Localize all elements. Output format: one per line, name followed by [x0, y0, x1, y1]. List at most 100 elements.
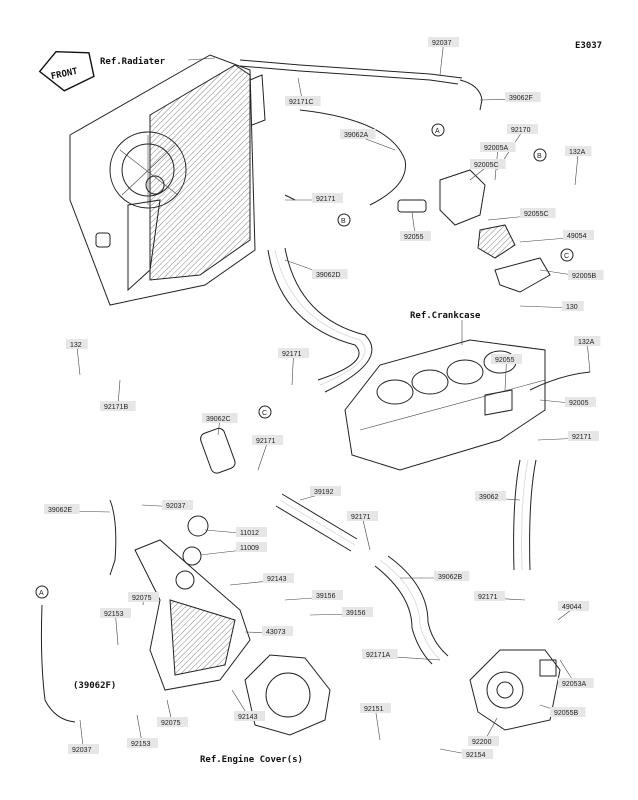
label-box: [428, 37, 459, 47]
label-box: [312, 269, 348, 279]
part-number: 92153: [131, 741, 151, 748]
part-label: 92055: [491, 354, 522, 391]
part-number: 92153: [104, 611, 124, 618]
part-label: 92037: [141, 500, 193, 510]
part-number: 92055C: [524, 211, 549, 218]
svg-text:A: A: [435, 128, 440, 135]
part-number: 92171: [256, 438, 276, 445]
label-box: [474, 591, 505, 601]
part-label: 92075: [157, 699, 188, 727]
part-label: 39192: [299, 486, 341, 501]
label-box: [44, 504, 80, 514]
part-label: 92151: [360, 703, 391, 741]
part-number: 92053A: [562, 681, 586, 688]
part-number: 39062A: [344, 132, 368, 139]
part-label: 92075: [128, 592, 159, 606]
part-number: 92075: [132, 595, 152, 602]
engine-cover: [244, 654, 331, 736]
leader-line: [375, 709, 381, 741]
part-labels: 9203739062F92171C39062A9217092005A132A92…: [44, 37, 604, 759]
part-number: 92005A: [484, 145, 508, 152]
part-number: 92171: [282, 351, 302, 358]
part-number: 92170: [511, 127, 531, 134]
svg-text:C: C: [564, 253, 569, 260]
part-number: 92171C: [289, 99, 314, 106]
cylinder-block: [344, 339, 591, 471]
label-box: [262, 626, 293, 636]
part-number: 39156: [316, 593, 336, 600]
radiator-assembly: [69, 54, 266, 306]
label-box: [236, 542, 267, 552]
part-number: 92143: [267, 576, 287, 583]
part-label: 92171A: [362, 649, 441, 661]
label-box: [563, 230, 594, 240]
callout-b-mid: B: [337, 213, 351, 227]
part-number: 39062: [479, 494, 499, 501]
callout-c-right: C: [560, 248, 574, 262]
label-box: [491, 354, 522, 364]
label-box: [100, 608, 131, 618]
leader-line: [257, 441, 268, 471]
part-number: 39062D: [316, 272, 341, 279]
part-number: 92171: [478, 594, 498, 601]
part-number: 92005: [569, 400, 589, 407]
part-number: 132A: [578, 339, 595, 346]
part-label: 92055C: [487, 208, 556, 221]
svg-text:C: C: [262, 410, 267, 417]
label-box: [470, 159, 506, 169]
part-number: 130: [566, 304, 578, 311]
part-label: 92005C: [469, 159, 506, 181]
callout-a-left: A: [35, 585, 49, 599]
part-number: 92075: [161, 720, 181, 727]
label-box: [520, 208, 556, 218]
part-label: 39062E: [44, 504, 111, 514]
leader-line: [586, 342, 591, 373]
callout-b-top: B: [533, 148, 547, 162]
part-label: 39156: [309, 607, 373, 617]
part-label: 39062A: [340, 129, 396, 151]
part-label: 39156: [284, 590, 343, 601]
label-box: [66, 339, 88, 349]
label-box: [263, 573, 294, 583]
part-label: 92171C: [285, 77, 321, 106]
leader-line: [574, 152, 579, 186]
label-box: [285, 96, 321, 106]
part-number: 43073: [266, 629, 286, 636]
svg-text:B: B: [537, 153, 542, 160]
label-box: [202, 413, 238, 423]
label-box: [565, 146, 592, 156]
leader-line: [362, 517, 371, 551]
label-box: [347, 511, 378, 521]
part-label: 92153: [100, 608, 131, 646]
label-box: [568, 431, 599, 441]
label-box: [568, 270, 604, 280]
label-box: [252, 435, 283, 445]
part-number: 132A: [569, 149, 586, 156]
part-label: 92053A: [558, 659, 594, 688]
part-label: 92037: [428, 37, 459, 76]
leader-line: [504, 360, 507, 391]
part-label: 92171: [285, 193, 343, 203]
part-label: 92171: [537, 431, 599, 441]
label-box: [400, 231, 431, 241]
part-number: 39062E: [48, 507, 72, 514]
paren-label: (39062F): [73, 681, 116, 691]
callout-c-left: C: [258, 405, 272, 419]
part-number: 92171B: [104, 404, 128, 411]
ref-crankcase: Ref.Crankcase: [410, 311, 481, 321]
part-label: 92037: [68, 719, 99, 754]
leader-line: [439, 43, 444, 76]
part-label: 39062: [475, 491, 521, 501]
part-label: 92154: [439, 748, 493, 759]
part-label: 132: [66, 339, 88, 376]
part-label: 92143: [229, 573, 294, 586]
part-label: 92171: [474, 591, 526, 601]
part-number: 92037: [72, 747, 92, 754]
part-label: 92005B: [539, 269, 604, 280]
part-label: 92171: [278, 348, 309, 386]
diagram-code: E3037: [575, 41, 602, 51]
part-label: 132A: [574, 336, 601, 373]
part-label: 92055: [400, 211, 431, 241]
label-box: [128, 592, 159, 602]
